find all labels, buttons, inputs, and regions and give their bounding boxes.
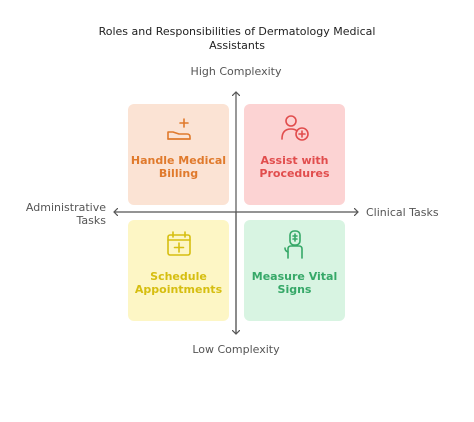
quadrant-label: Measure Vital Signs <box>251 270 338 296</box>
hand-thermometer-icon <box>284 230 303 259</box>
quadrant-assist-with-procedures: Assist with Procedures <box>244 104 345 205</box>
calendar-plus-icon <box>167 231 191 256</box>
x-axis-right-label: Clinical Tasks <box>366 206 439 219</box>
quadrant-label: Schedule Appointments <box>134 270 223 296</box>
quadrant-handle-medical-billing: Handle Medical Billing <box>128 104 229 205</box>
hand-plus-icon <box>167 118 191 140</box>
quadrant-label: Handle Medical Billing <box>130 154 227 180</box>
diagram-title: Roles and Responsibilities of Dermatolog… <box>98 25 376 52</box>
user-plus-icon <box>281 115 309 141</box>
quadrant-label: Assist with Procedures <box>259 154 330 180</box>
x-axis-left-label: Administrative Tasks <box>25 201 106 227</box>
quadrant-measure-vital-signs: Measure Vital Signs <box>244 220 345 321</box>
y-axis-low-label: Low Complexity <box>192 343 280 356</box>
quadrant-schedule-appointments: Schedule Appointments <box>128 220 229 321</box>
y-axis-high-label: High Complexity <box>190 65 282 78</box>
